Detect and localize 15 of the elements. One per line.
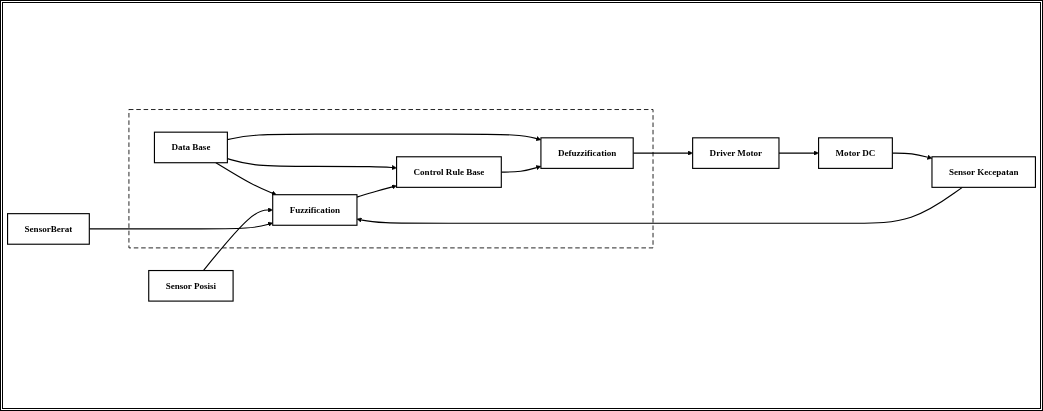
node-box: Sensor Posisi — [148, 270, 234, 302]
node-box: Motor DC — [818, 137, 893, 170]
node-box: Sensor Kecepatan — [931, 156, 1036, 189]
arrow — [215, 162, 277, 196]
arrow — [202, 207, 273, 272]
arrow — [356, 186, 963, 225]
node-box: Defuzzification — [540, 137, 634, 170]
arrow — [778, 150, 819, 156]
node-box: SensorBerat — [7, 213, 90, 245]
node-box: Data Base — [153, 131, 228, 164]
node-box: Driver Motor — [692, 137, 780, 170]
node-box: Fuzzification — [272, 194, 358, 226]
node-box: Control Rule Base — [396, 156, 502, 189]
arrow — [356, 184, 397, 198]
cluster — [128, 109, 654, 249]
